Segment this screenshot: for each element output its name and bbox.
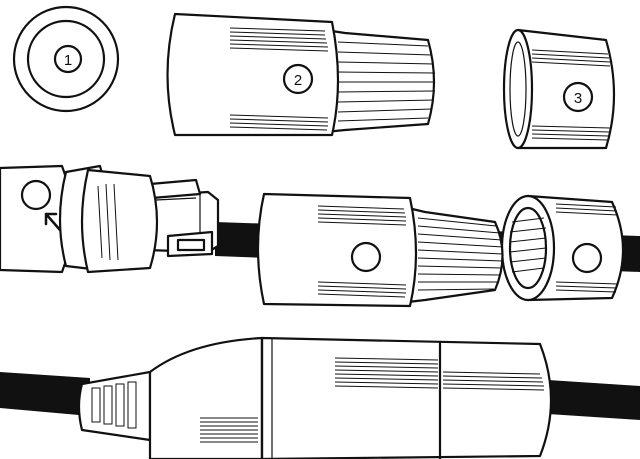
cable-bottom-left — [0, 372, 90, 416]
plug-end-view: 1 — [14, 7, 118, 111]
label-plug-top: 1 — [64, 52, 72, 69]
plug-middle — [0, 166, 157, 272]
cap-top: 3 — [504, 30, 614, 148]
label-cap-top: 3 — [574, 90, 582, 107]
label-sleeve-top: 2 — [294, 72, 302, 89]
assembled-connector — [79, 338, 551, 459]
cap-middle — [502, 196, 623, 300]
sleeve-middle — [258, 194, 503, 306]
cable-bottom-right — [548, 380, 640, 420]
sleeve-top: 2 — [168, 14, 436, 135]
